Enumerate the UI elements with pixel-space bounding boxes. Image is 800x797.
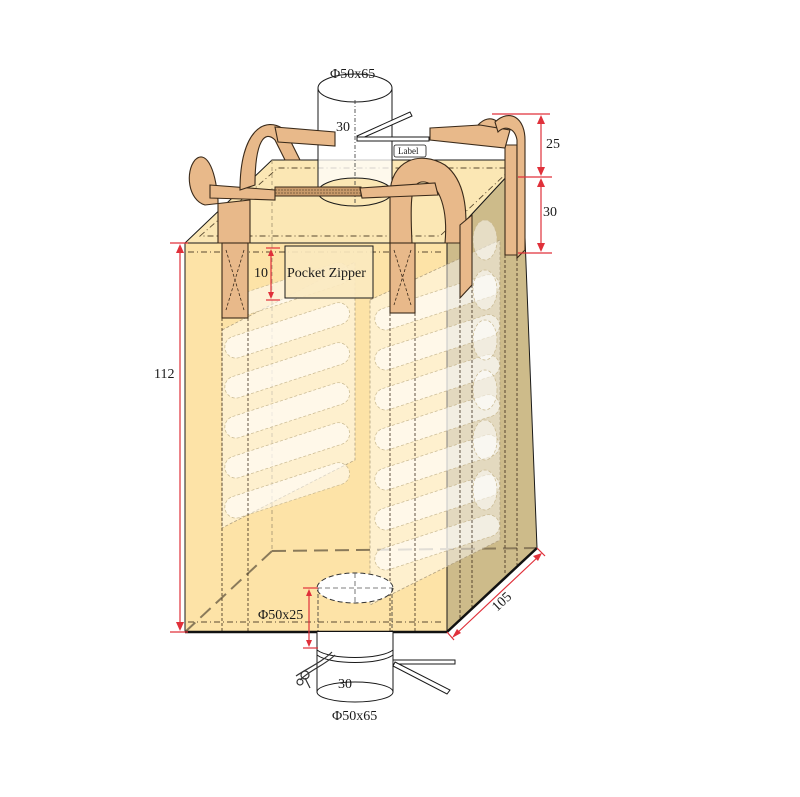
lifting-loop-back-right bbox=[429, 115, 526, 260]
loop-sewn-length-label: 30 bbox=[543, 205, 557, 220]
label-tag bbox=[393, 144, 427, 158]
dimension-bag-depth bbox=[446, 547, 546, 641]
lifting-loop-front-left bbox=[188, 156, 276, 319]
loop-height-label: 25 bbox=[546, 137, 560, 152]
dimension-discharge-outlet bbox=[303, 587, 318, 649]
discharge-spout bbox=[295, 632, 456, 703]
dimension-bag-height bbox=[170, 242, 188, 633]
top-closure-band bbox=[274, 186, 362, 197]
top-spout-tie-dimension: 30 bbox=[336, 120, 350, 135]
discharge-tie-dimension: 30 bbox=[338, 677, 352, 692]
bottom-side-edge bbox=[446, 547, 538, 633]
baffle-left bbox=[221, 261, 356, 529]
bag-depth-label: 105 bbox=[489, 590, 515, 615]
tie-rope-icon bbox=[295, 651, 336, 689]
dimension-loop-height bbox=[492, 113, 552, 254]
label-tag-text: Label bbox=[398, 146, 419, 156]
pocket-zipper-label: Pocket Zipper bbox=[287, 266, 366, 281]
bag-height-label: 112 bbox=[154, 367, 174, 382]
pocket-zipper bbox=[284, 245, 374, 299]
discharge-spout-dimension: Φ50x65 bbox=[332, 709, 377, 724]
lifting-loop-front-right bbox=[359, 157, 473, 314]
lifting-loop-back-left bbox=[239, 124, 336, 191]
discharge-outlet-dimension: Φ50x25 bbox=[258, 608, 303, 623]
pocket-height-label: 10 bbox=[254, 266, 268, 281]
dimension-pocket-height bbox=[266, 247, 280, 301]
top-spout-dimension: Φ50x65 bbox=[330, 67, 375, 82]
